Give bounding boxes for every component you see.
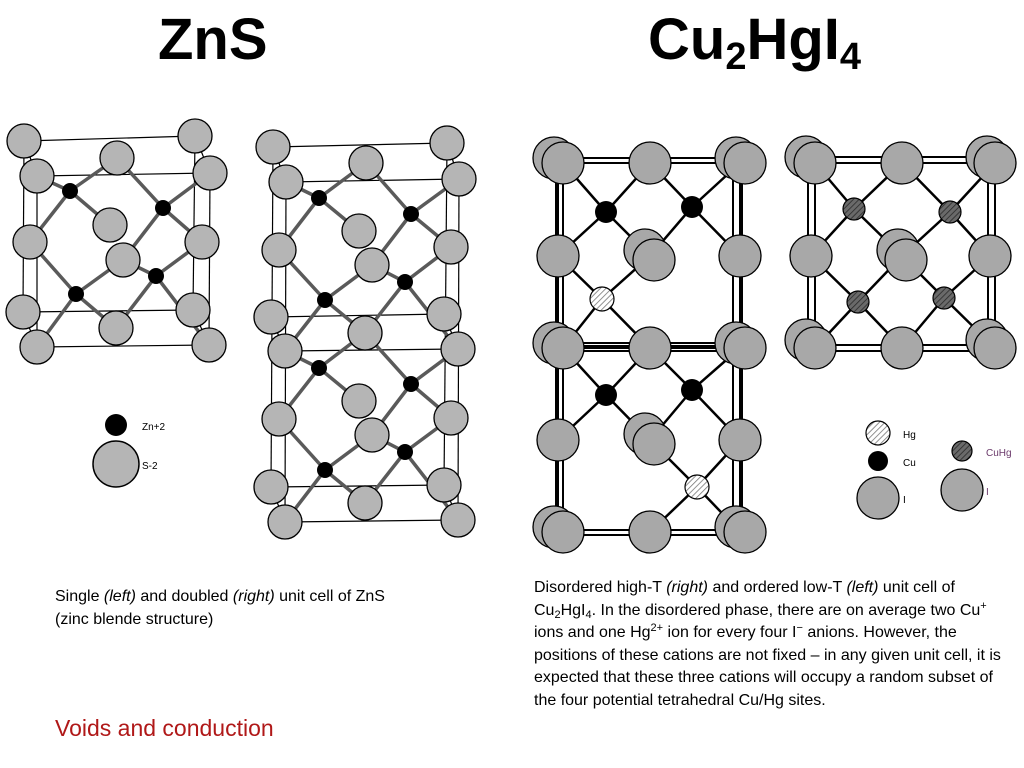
i-legend-swatch-2 — [940, 468, 984, 512]
zns-doubled-unit-cell — [253, 125, 477, 540]
zns-single-unit-cell — [5, 118, 228, 365]
s-legend-swatch — [92, 440, 140, 488]
cuhg-legend-swatch — [951, 440, 973, 462]
cu2hgi4-title: Cu2HgI4 — [648, 7, 862, 78]
voids-and-conduction-link[interactable]: Voids and conduction — [55, 715, 274, 741]
cu-legend-swatch — [868, 451, 888, 471]
cu2hgi4-ordered-cell — [784, 135, 1017, 370]
cu2hgi4-disordered-cell — [532, 136, 767, 554]
zn-legend-swatch — [105, 414, 127, 436]
hg-legend-label: Hg — [903, 430, 916, 441]
hg-legend-swatch — [865, 420, 891, 446]
zns-title: ZnS — [158, 7, 268, 72]
cu2hgi4-caption: Disordered high-T (right) and ordered lo… — [534, 579, 1001, 709]
i-legend-label: I — [903, 495, 906, 506]
cu-legend-label: Cu — [903, 458, 916, 469]
s-legend-label: S-2 — [142, 461, 158, 472]
i-legend-label-2: I — [986, 487, 989, 498]
zns-legend: Zn+2 S-2 — [92, 414, 166, 488]
zn-legend-label: Zn+2 — [142, 422, 166, 433]
cu2hgi4-legend: Hg Cu I CuHg I — [856, 420, 1012, 520]
i-legend-swatch — [856, 476, 900, 520]
cuhg-legend-label: CuHg — [986, 448, 1012, 459]
zns-caption: Single (left) and doubled (right) unit c… — [55, 588, 385, 628]
